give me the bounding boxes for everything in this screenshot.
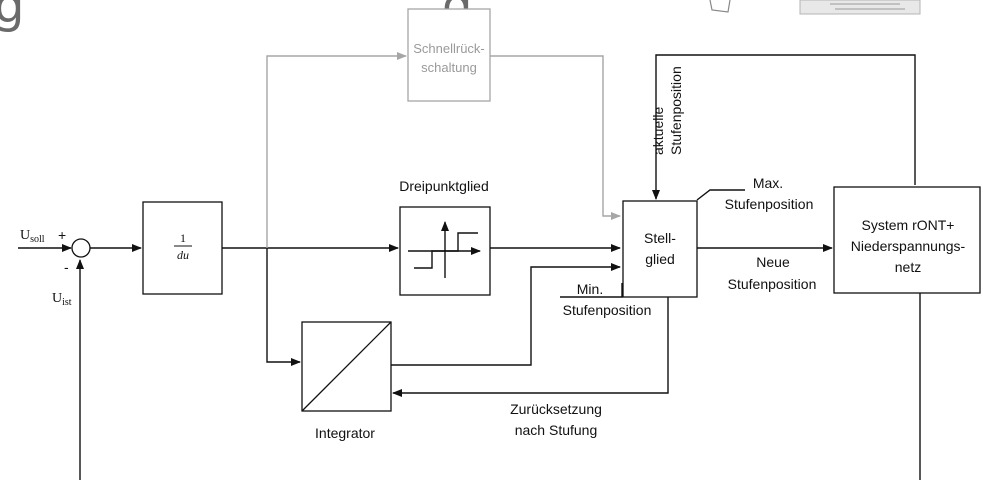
current-position-label: aktuelle Stufenposition [650,66,684,155]
gain-denominator: du [177,248,189,262]
gain-numerator: 1 [180,231,186,245]
three-point-title: Dreipunktglied [399,178,489,194]
wire-fast-reset-out [490,56,620,216]
max-position-label-line2: Stufenposition [725,196,814,212]
plant-label-line2: Niederspannungs- [851,238,966,254]
plant-label-line3: netz [895,259,921,275]
actual-value-label: Uist [52,291,72,308]
fast-reset-label-line1: Schnellrück- [413,41,485,56]
minus-sign: - [64,259,69,275]
summing-junction [72,239,90,257]
controller-label-line1: Stell- [644,230,676,246]
controller-label-line2: glied [645,251,675,267]
new-position-label-line2: Stufenposition [728,276,817,292]
max-position-label-line1: Max. [753,175,783,191]
integrator-label: Integrator [315,425,375,441]
svg-text:g: g [0,0,24,34]
reset-label-line2: nach Stufung [515,422,598,438]
wire-fast-reset-in [267,56,406,248]
wire-current-position [656,55,915,199]
fast-reset-label-line2: schaltung [421,60,477,75]
reset-label-line1: Zurücksetzung [510,401,602,417]
min-position-label-line1: Min. [577,281,603,297]
controller-block[interactable] [623,201,697,297]
new-position-label-line1: Neue [756,254,790,270]
wire-to-integrator [267,248,300,362]
plus-sign: + [58,227,66,243]
setpoint-label: Usoll [20,228,45,245]
plant-label-line1: System rONT+ [862,217,955,233]
min-position-label-line2: Stufenposition [563,302,652,318]
